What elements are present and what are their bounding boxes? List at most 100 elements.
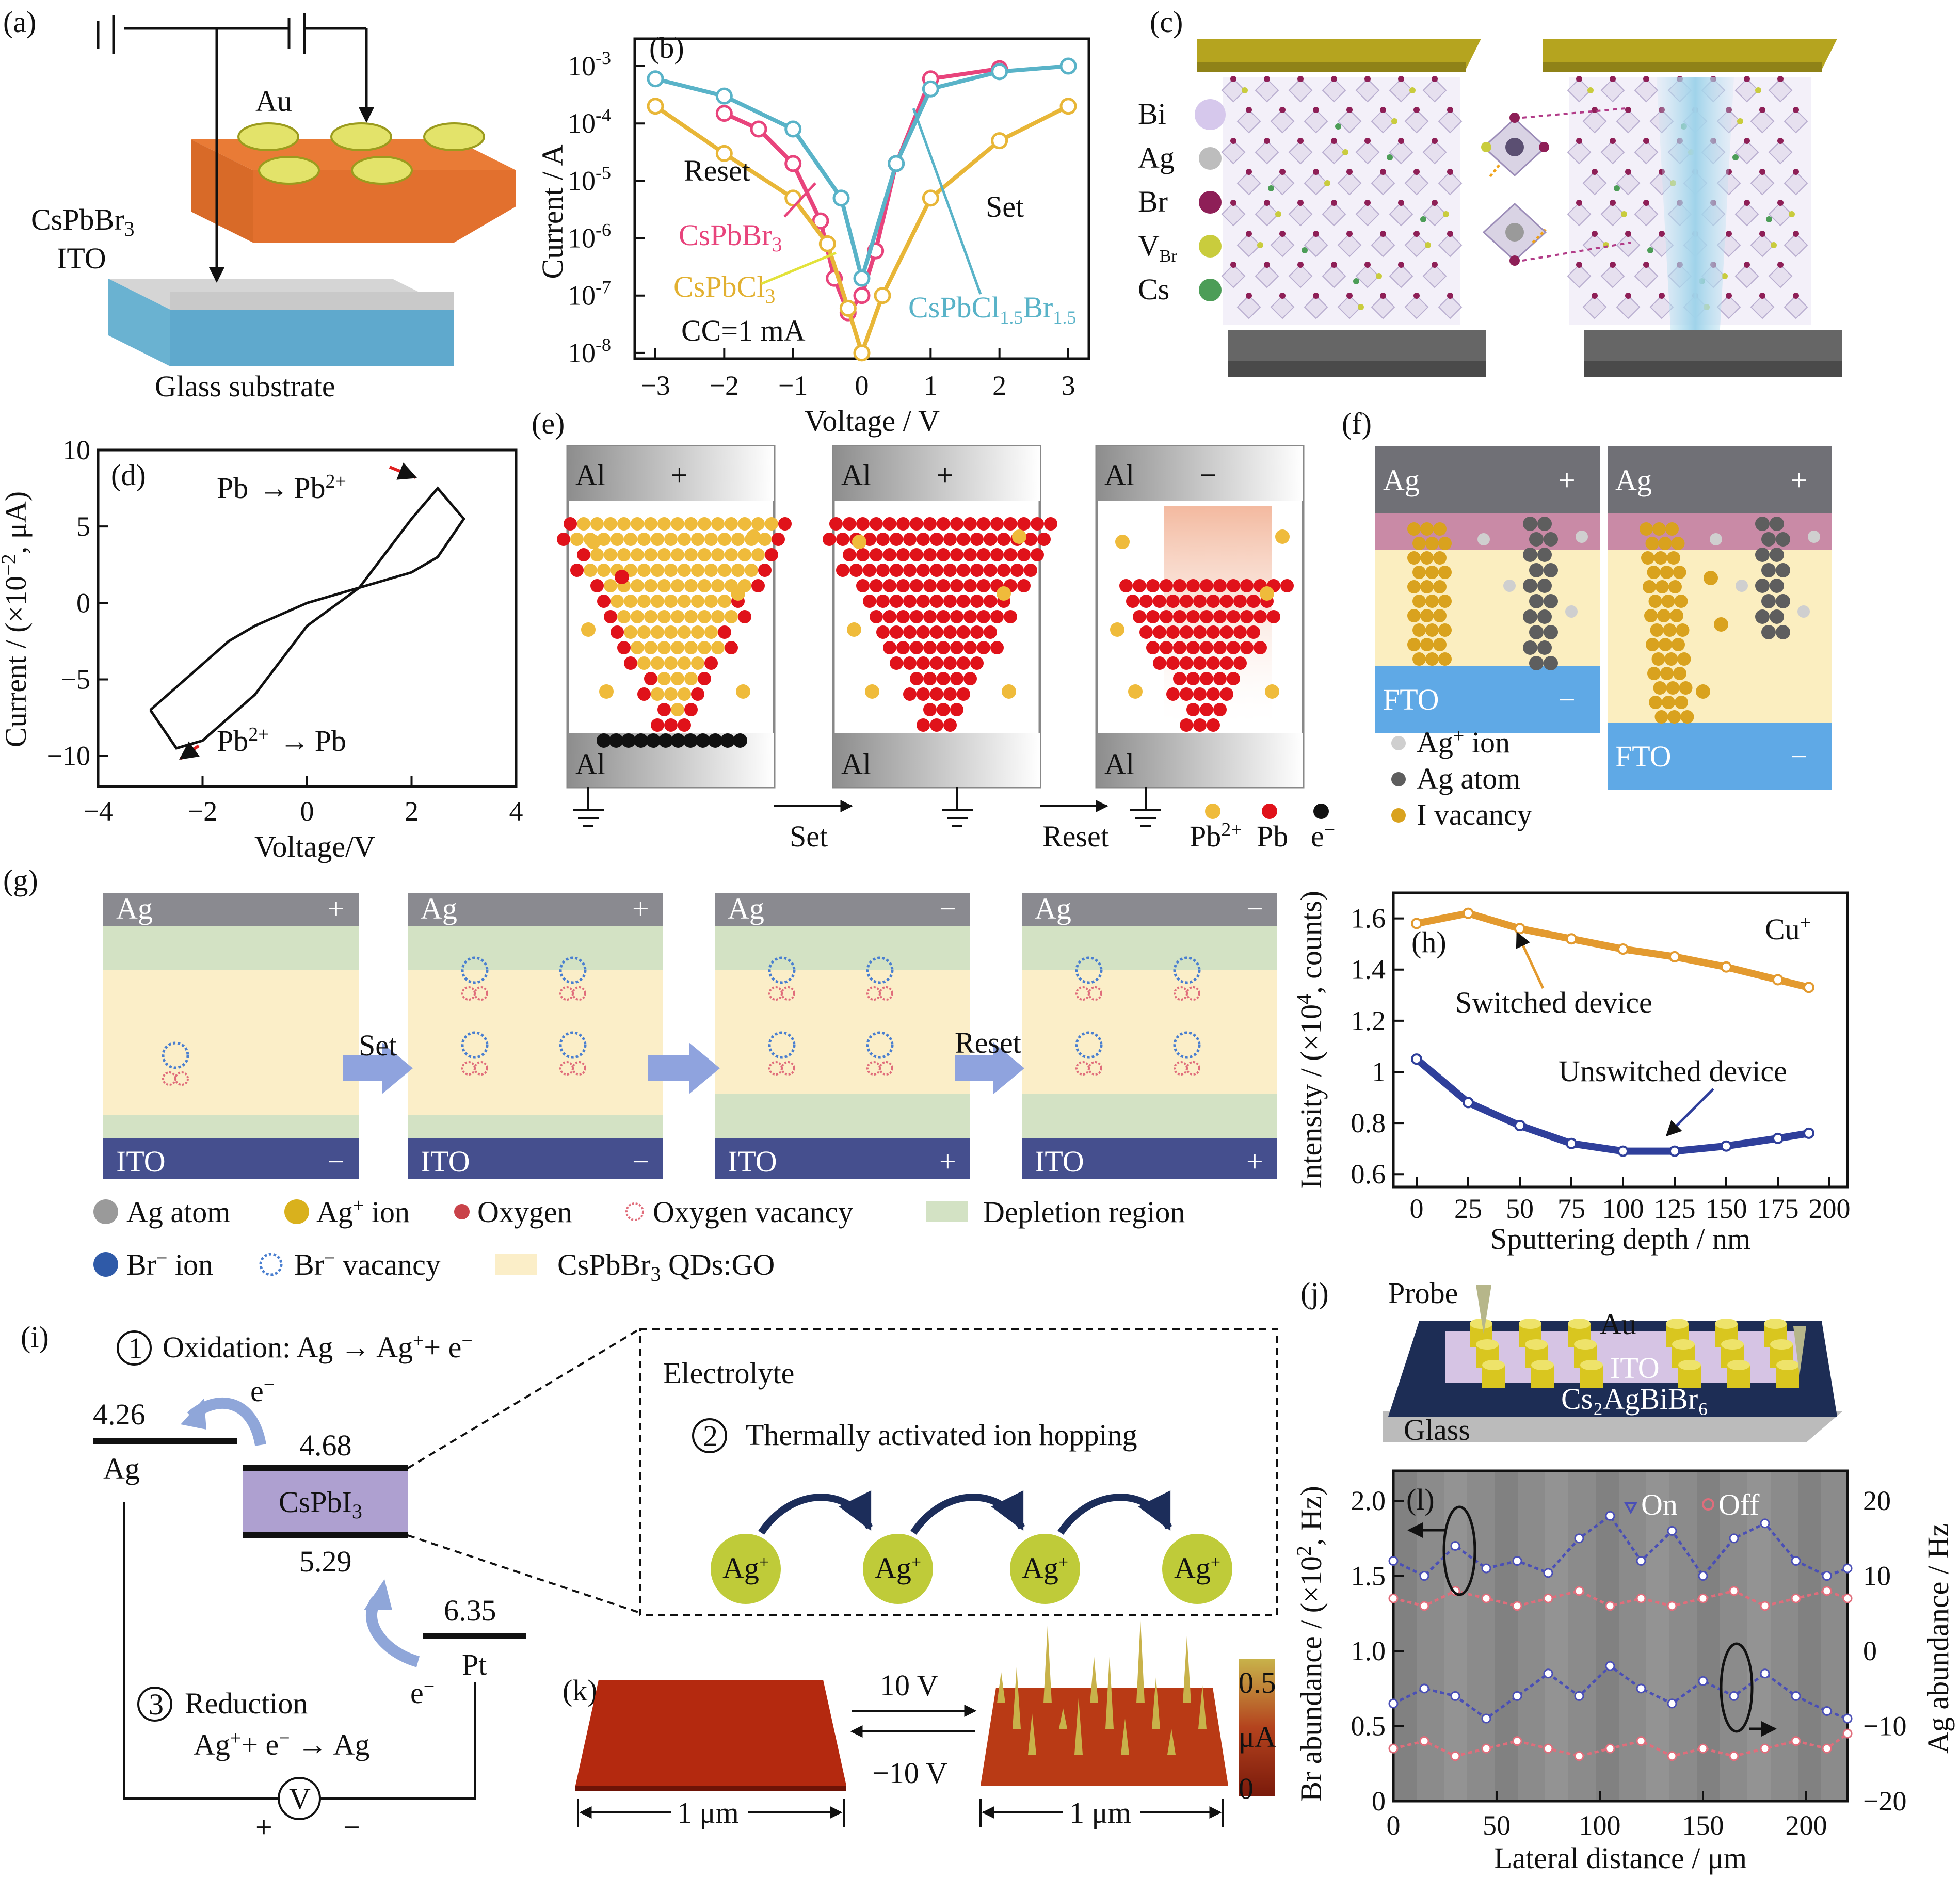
c-br-atom: [1230, 200, 1236, 206]
hop-arrow: [910, 1490, 1025, 1535]
e-particle: [1004, 548, 1017, 561]
f-ag-atom: [1544, 594, 1558, 608]
e-particle: [604, 610, 617, 623]
l-series-point: [1419, 1683, 1429, 1694]
step3-text: Reduction: [185, 1687, 308, 1720]
c-br-atom: [1297, 262, 1304, 268]
c-octahedron: [1438, 171, 1463, 196]
l-xtick-label: 100: [1579, 1810, 1621, 1841]
f-i-vacancy: [1696, 684, 1710, 699]
g-ito-electrode: [715, 1138, 970, 1179]
c-br-atom: [1726, 293, 1732, 299]
l-series-point: [1822, 1571, 1832, 1581]
c-octahedron: [1567, 78, 1592, 103]
g-depletion-top: [715, 926, 970, 970]
e-particle: [950, 579, 963, 592]
h-series-point: [1669, 1145, 1680, 1157]
c-br-atom: [1447, 107, 1453, 113]
d-red-label: Pb2+→Pb: [217, 724, 346, 758]
c-octahedron: [1288, 202, 1313, 227]
c-vbr-site: [1722, 273, 1728, 279]
perovskite-front: [253, 170, 516, 243]
panel-j: (j) Probe Au ITO Cs₂AgBiBr₆ Glass: [1300, 1276, 1842, 1447]
l-series-point: [1419, 1736, 1429, 1746]
e-electron: [733, 733, 747, 748]
l-ylabel-left: Br abundance / (×102, Hz): [1292, 1486, 1328, 1802]
j-au-pillar-top: [1531, 1360, 1554, 1370]
c-octahedron: [1784, 171, 1808, 196]
l-series-point: [1822, 1706, 1832, 1716]
e-particle: [963, 548, 977, 561]
b-series-point: [750, 120, 767, 138]
ag-level: 4.26: [93, 1398, 146, 1431]
l-series-point: [1450, 1691, 1460, 1701]
e-particle: [910, 672, 923, 685]
h-series-point: [1411, 1053, 1422, 1065]
b-ytick-label: 10-4: [568, 105, 611, 139]
g-oxygen-vacancy: [879, 1061, 893, 1076]
b-xtick-label: 2: [992, 370, 1006, 401]
c-octahedron: [1304, 109, 1328, 134]
g-oxygen-vacancy: [879, 986, 893, 1001]
svg-text:Off: Off: [1718, 1488, 1760, 1521]
g-bottom-sign: +: [939, 1145, 956, 1178]
c-octahedron: [1337, 171, 1362, 196]
d-ytick-label: −5: [61, 664, 90, 695]
f-i-vacancy: [1438, 652, 1452, 666]
f-i-vacancy: [1645, 537, 1659, 550]
d-series-group: [149, 486, 465, 750]
f-i-vacancy: [1660, 566, 1674, 579]
e-particle: [751, 517, 765, 531]
e-particle: [698, 641, 711, 654]
f-i-vacancy: [1665, 522, 1679, 536]
c-octahedron: [1322, 140, 1346, 165]
e-particle: [876, 625, 890, 639]
e-bottom-electrode: [1097, 733, 1303, 787]
c-octahedron: [1371, 233, 1395, 258]
l-series-point: [1636, 1556, 1646, 1566]
c-br-atom: [1576, 200, 1582, 206]
circuit-plus: +: [255, 1810, 272, 1844]
e-particle: [691, 533, 704, 546]
e-al-bottom: Al: [841, 747, 871, 781]
e-particle: [1186, 641, 1200, 654]
f-ag-atom: [1776, 532, 1790, 547]
c-octahedron: [1616, 109, 1641, 134]
e-pb2-ion: [1260, 586, 1274, 601]
c-octahedron: [1304, 295, 1328, 319]
e-particle: [896, 641, 910, 654]
e-particle: [923, 641, 937, 654]
c-octahedron: [1221, 140, 1246, 165]
e-particle: [937, 703, 950, 716]
k-spike: [1105, 1657, 1114, 1729]
e-particle: [930, 533, 943, 546]
k-spike: [1074, 1698, 1083, 1755]
panel-i: (i) 1 Oxidation: Ag → Ag++ e− 4.26 Ag 4.…: [21, 1320, 1278, 1844]
e-particle: [631, 548, 644, 561]
f-i-vacancy: [1407, 638, 1421, 651]
c-octahedron: [1438, 109, 1463, 134]
h-xtick-label: 25: [1454, 1193, 1482, 1224]
j-au-pillar-top: [1764, 1319, 1787, 1329]
cspbi3-bot: 5.29: [299, 1545, 352, 1578]
f-ag-ion: [1736, 580, 1748, 592]
hop-arrow: [758, 1490, 873, 1535]
g-legend-qds: [495, 1254, 537, 1275]
e-particle: [1227, 672, 1240, 685]
c-octahedron: [1750, 171, 1775, 196]
f-ag-label: Ag: [1383, 463, 1420, 497]
e-particle: [684, 610, 698, 623]
e-pb2-ion: [1275, 529, 1290, 544]
e-particle: [957, 564, 970, 577]
e-particle: [725, 641, 738, 654]
e-particle: [977, 548, 990, 561]
c-legend-label: Cs: [1138, 272, 1169, 306]
f-i-vacancy: [1433, 551, 1447, 565]
e-particle: [1133, 579, 1146, 592]
c-octahedron: [1616, 295, 1641, 319]
h-ytick-label: 0.8: [1351, 1107, 1386, 1138]
c-br-atom: [1279, 107, 1286, 113]
f-i-vacancy: [1656, 580, 1669, 593]
